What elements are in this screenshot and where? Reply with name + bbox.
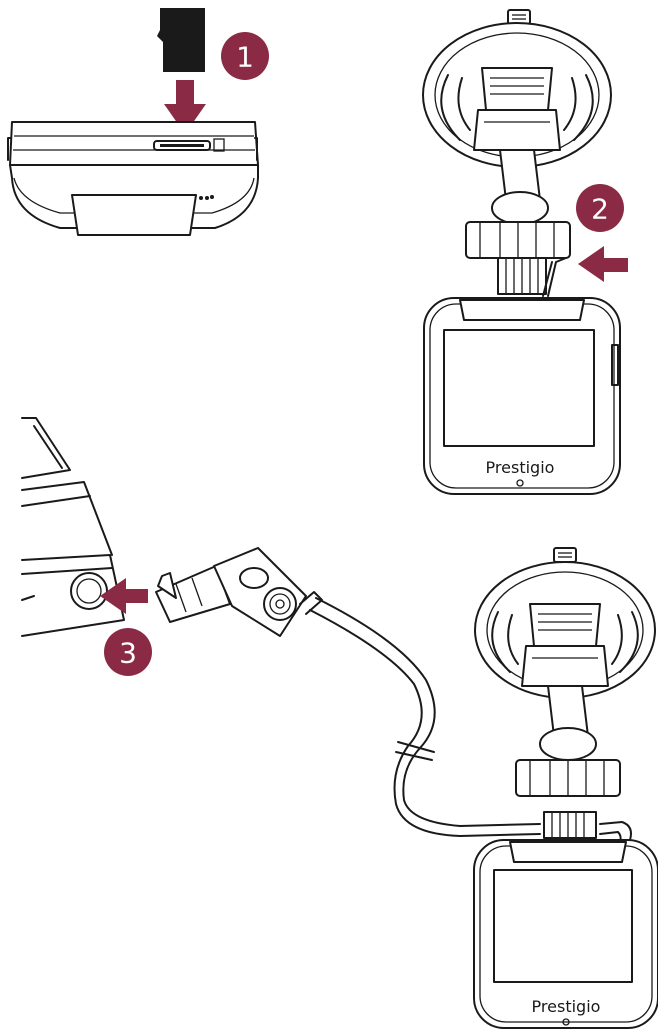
step-badge-2: 2 <box>576 184 624 232</box>
mounted-dashcam: Prestigio <box>474 548 658 1028</box>
memory-card-step: 1 <box>8 8 269 235</box>
insert-arrow-2 <box>578 246 628 282</box>
insert-arrow-3 <box>100 578 148 614</box>
dashcam-screen <box>444 330 594 446</box>
dashcam-front-view: Prestigio <box>424 298 620 494</box>
car-console <box>22 418 124 636</box>
microsd-card <box>157 8 205 72</box>
cigarette-socket <box>71 573 107 609</box>
brand-logo: Prestigio <box>486 458 555 477</box>
step-number-3: 3 <box>119 637 137 670</box>
power-step: Prestigio 3 <box>22 418 658 1028</box>
step-number-2: 2 <box>591 193 609 226</box>
step-badge-3: 3 <box>104 628 152 676</box>
mounted-dashcam-screen <box>494 870 632 982</box>
mounted-brand-logo: Prestigio <box>532 997 601 1016</box>
step-number-1: 1 <box>236 41 254 74</box>
mount-step: Prestigio 2 <box>423 10 628 494</box>
step-badge-1: 1 <box>221 32 269 80</box>
dashcam-top-view <box>8 122 258 235</box>
suction-mount <box>423 10 611 296</box>
car-charger <box>156 548 322 636</box>
